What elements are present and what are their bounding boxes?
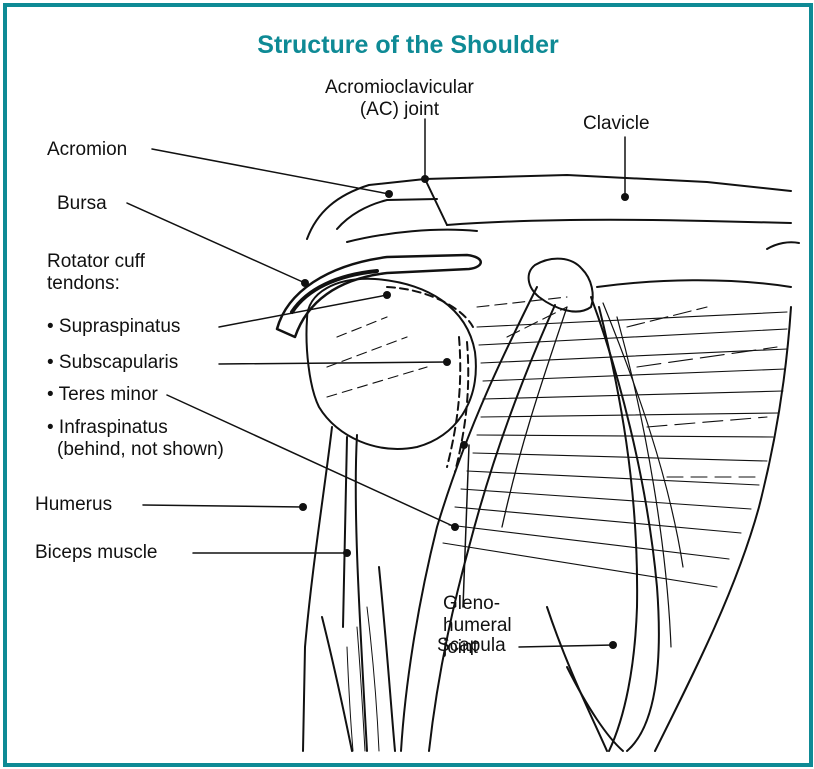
infraspinatus-label-line1: • Infraspinatus — [47, 417, 224, 439]
muscle-fibers — [327, 297, 787, 587]
ac-joint-label-line1: Acromioclavicular — [325, 77, 474, 99]
biceps-label: Biceps muscle — [35, 542, 158, 564]
infraspinatus-label-line2: (behind, not shown) — [47, 439, 224, 461]
clavicle-label: Clavicle — [583, 113, 650, 135]
teres-minor-label: • Teres minor — [47, 384, 158, 406]
leader-lines — [127, 119, 625, 647]
subscapularis-label: • Subscapularis — [47, 352, 178, 374]
acromion-label: Acromion — [47, 139, 127, 161]
coracoid-shape — [401, 259, 683, 751]
humeral-head — [307, 279, 476, 472]
humerus-shape — [303, 427, 367, 751]
ac-joint-label-line2: (AC) joint — [325, 99, 474, 121]
rotator-cuff-label-line1: Rotator cuff — [47, 251, 145, 273]
supraspinatus-label: • Supraspinatus — [47, 316, 180, 338]
ac-joint-label: Acromioclavicular (AC) joint — [325, 77, 474, 121]
scapula-label: Scapula — [437, 635, 506, 657]
bursa-label: Bursa — [57, 193, 107, 215]
infraspinatus-label: • Infraspinatus (behind, not shown) — [47, 417, 224, 461]
humerus-label: Humerus — [35, 494, 112, 516]
glenohumeral-label-line2: humeral — [443, 615, 512, 637]
glenohumeral-label-line1: Gleno- — [443, 593, 512, 615]
diagram-frame: Structure of the Shoulder — [3, 3, 813, 767]
rotator-cuff-label-line2: tendons: — [47, 273, 145, 295]
clavicle-shape — [307, 175, 799, 249]
rotator-cuff-label: Rotator cuff tendons: — [47, 251, 145, 295]
